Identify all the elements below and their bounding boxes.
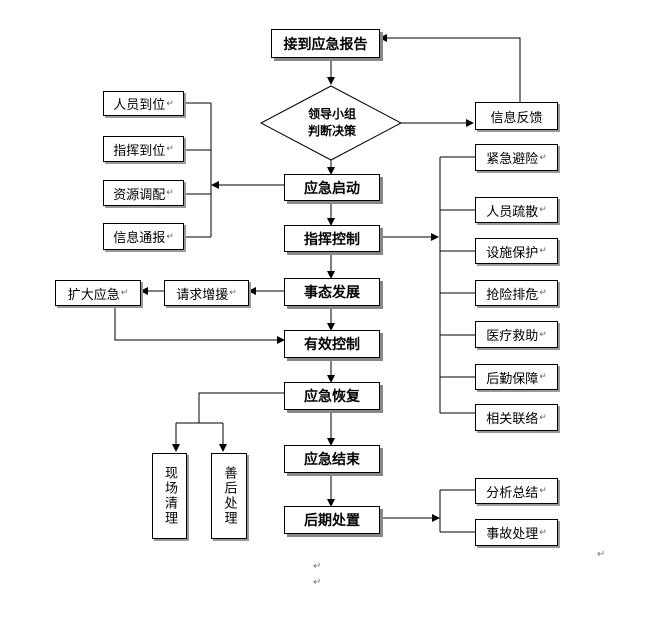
effective-box: 有效控制 — [284, 330, 380, 358]
paragraph-mark: ↵ — [313, 577, 322, 588]
emergency-avoid-box: 紧急避险↵ — [475, 144, 558, 171]
command-box: 指挥控制 — [284, 225, 380, 252]
aftermath-box: 后期处置 — [284, 506, 380, 534]
followup-box: 善后处理 — [211, 453, 247, 539]
expand-box: 扩大应急↵ — [55, 280, 141, 306]
medical-box: 医疗救助↵ — [475, 321, 558, 348]
reinforce-box: 请求增援↵ — [164, 280, 249, 306]
paragraph-mark: ↵ — [313, 561, 322, 572]
logistics-box: 后勤保障↵ — [475, 364, 558, 390]
rescue-box: 抢险排危↵ — [475, 280, 558, 306]
paragraph-mark: ↵ — [597, 549, 606, 560]
recover-box: 应急恢复 — [284, 382, 380, 410]
site-cleanup-box: 现场清理 — [152, 453, 187, 539]
feedback-box: 信息反馈 — [475, 102, 558, 130]
develop-box: 事态发展 — [284, 278, 380, 306]
report-box: 接到应急报告 — [271, 29, 380, 58]
info-report-box: 信息通报↵ — [103, 223, 184, 250]
resources-box: 资源调配↵ — [103, 180, 184, 206]
summary-box: 分析总结↵ — [475, 478, 558, 504]
personnel-box: 人员到位↵ — [103, 91, 184, 116]
end-box: 应急结束 — [284, 445, 380, 473]
decision-text: 领导小组 判断决策 — [307, 107, 356, 138]
accident-handle-box: 事故处理↵ — [475, 519, 558, 546]
evacuation-box: 人员疏散↵ — [475, 197, 558, 223]
start-box: 应急启动 — [284, 174, 380, 201]
facility-protect-box: 设施保护↵ — [475, 238, 558, 264]
liaison-box: 相关联络↵ — [475, 404, 558, 431]
commander-box: 指挥到位↵ — [103, 136, 184, 162]
